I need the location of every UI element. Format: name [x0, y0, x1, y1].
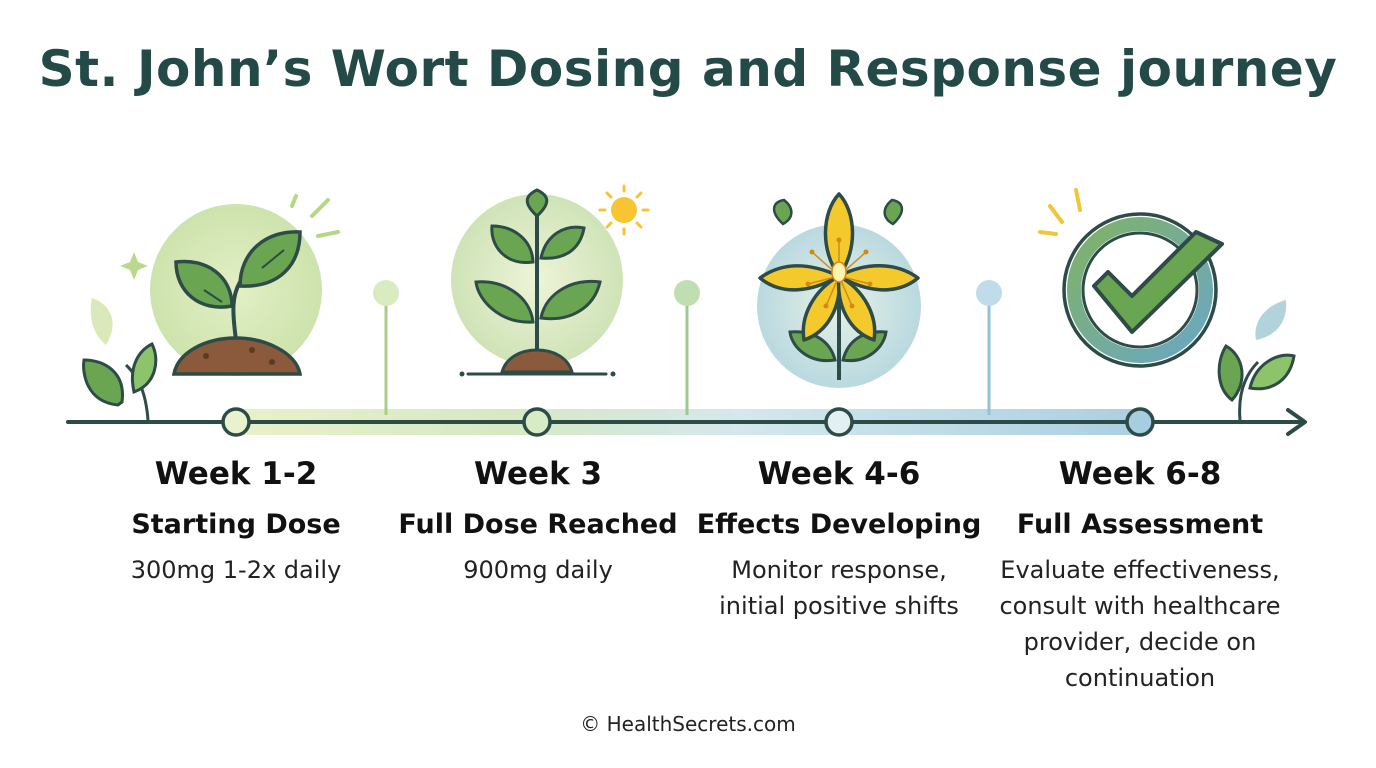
timeline-marker-3 — [824, 407, 854, 437]
stage-week-4-6: Week 4-6 Effects Developing Monitor resp… — [689, 448, 989, 624]
stage-divider-1 — [373, 280, 399, 415]
footer-copyright: © HealthSecrets.com — [580, 712, 796, 736]
sun-icon — [598, 184, 650, 236]
stage-description: 900mg daily — [463, 556, 613, 584]
stage-week-3: Week 3 Full Dose Reached 900mg daily — [388, 448, 688, 588]
stage-week-6-8: Week 6-8 Full Assessment Evaluate effect… — [990, 448, 1290, 696]
stage-divider-2 — [674, 280, 700, 415]
left-leaves-icon — [82, 252, 158, 421]
timeline-marker-1 — [221, 407, 251, 437]
checkmark-circle-icon — [1038, 188, 1224, 368]
stage-week-label: Week 1-2 — [154, 456, 318, 492]
stage-divider-3 — [976, 280, 1002, 415]
stage-week-1-2: Week 1-2 Starting Dose 300mg 1-2x daily — [86, 448, 386, 588]
sprout-in-soil-icon — [150, 194, 340, 376]
stage-title: Starting Dose — [131, 509, 341, 540]
timeline-marker-4 — [1125, 407, 1155, 437]
page-title: St. John’s Wort Dosing and Response jour… — [38, 40, 1338, 98]
stage-title: Full Assessment — [1016, 509, 1264, 540]
stage-title: Effects Developing — [696, 509, 982, 540]
yellow-flower-icon — [757, 192, 921, 388]
stage-description: Evaluate effectiveness, consult with hea… — [999, 556, 1281, 692]
timeline-marker-2 — [522, 407, 552, 437]
stage-description: Monitor response, initial positive shift… — [719, 556, 959, 620]
young-plant-icon — [451, 184, 650, 377]
stage-week-label: Week 6-8 — [1058, 456, 1222, 492]
stage-description: 300mg 1-2x daily — [130, 556, 342, 584]
stage-week-label: Week 4-6 — [757, 456, 921, 492]
stage-week-label: Week 3 — [473, 456, 603, 492]
stage-title: Full Dose Reached — [398, 509, 678, 540]
timeline-arrow — [66, 408, 1307, 436]
right-leaves-icon — [1217, 300, 1296, 421]
